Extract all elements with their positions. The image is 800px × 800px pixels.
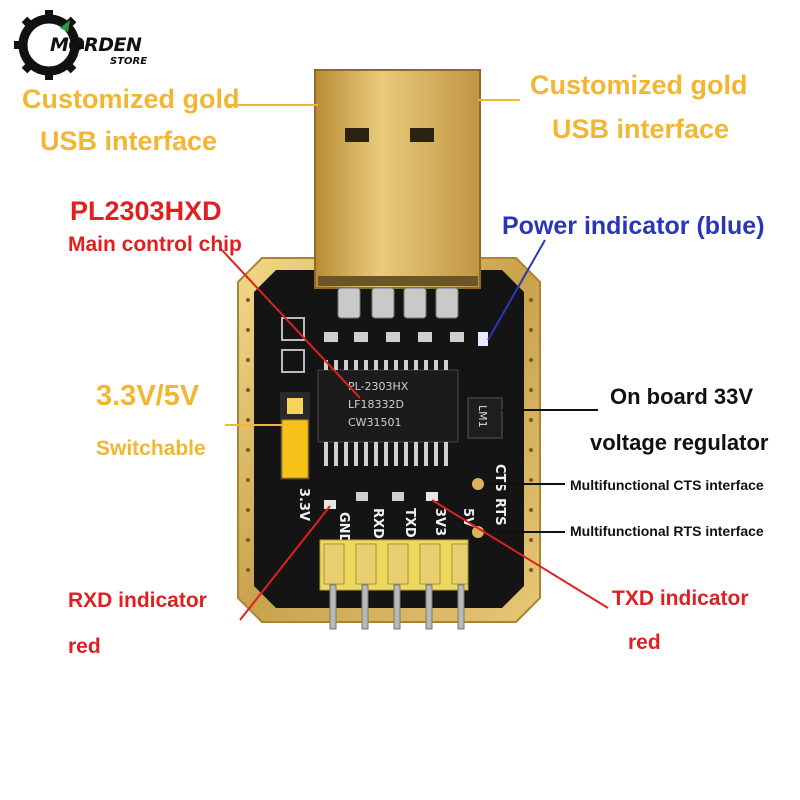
chip-marking-2: LF18332D (348, 398, 404, 411)
txd-led (426, 492, 438, 501)
usb-slot-right (410, 128, 434, 142)
header-pins (329, 584, 465, 630)
passive-components (281, 317, 488, 373)
silk-rts: RTS (492, 498, 507, 526)
rxd-label-1: RXD indicator (68, 589, 207, 612)
rxd-led (324, 500, 336, 509)
chip-pins-bottom (324, 442, 448, 466)
pin-label-5v: 5V (460, 508, 475, 527)
power-pointer (487, 239, 546, 341)
chip-sub-label: Main control chip (68, 233, 242, 256)
voltage-sub-label: Switchable (96, 437, 206, 460)
voltage-regulator (467, 397, 503, 439)
chip-pins-top (324, 360, 448, 370)
txd-pointer (431, 499, 609, 609)
silk-33v: 3.3V (296, 488, 311, 521)
rxd-label-2: red (68, 635, 101, 658)
logo-sub: STORE (110, 56, 148, 67)
pin-label-3v3: 3V3 (432, 508, 447, 536)
txd-label-2: red (628, 631, 661, 654)
edge-vias (246, 298, 533, 572)
regulator-label-2: voltage regulator (590, 430, 769, 455)
pl2303-chip (317, 369, 459, 443)
pin-label-gnd: GND (336, 512, 351, 545)
cts-label: Multifunctional CTS interface (570, 477, 764, 493)
store-logo: MORDEN STORE (14, 10, 164, 80)
usb-left-label-2: USB interface (40, 126, 218, 156)
rxd-pointer (239, 505, 331, 621)
txd-label-1: TXD indicator (612, 587, 749, 610)
usb-right-label-1: Customized gold (530, 70, 748, 100)
usb-connector (314, 69, 481, 289)
cts-pad (472, 478, 484, 490)
jumper-cap (281, 419, 309, 479)
usb-solder-pins (337, 287, 459, 319)
voltage-title-label: 3.3V/5V (96, 380, 200, 412)
pin-label-txd: TXD (402, 508, 417, 538)
chip-pointer (219, 247, 361, 399)
chip-title-label: PL2303HXD (70, 196, 222, 226)
silk-cts: CTS (492, 464, 507, 492)
usb-slot-left (345, 128, 369, 142)
regulator-label-1: On board 33V (610, 384, 754, 409)
power-indicator-label: Power indicator (blue) (502, 212, 765, 240)
logo-brand: MORDEN (50, 34, 142, 56)
usb-right-label-2: USB interface (552, 114, 730, 144)
pin-label-rxd: RXD (370, 508, 385, 539)
usb-left-label-1: Customized gold (22, 84, 240, 114)
regulator-marking: LM1 (476, 405, 489, 428)
gear-icon (14, 10, 84, 80)
chip-marking-3: CW31501 (348, 416, 402, 429)
chip-marking-1: PL-2303HX (348, 380, 409, 393)
rts-label: Multifunctional RTS interface (570, 523, 764, 539)
